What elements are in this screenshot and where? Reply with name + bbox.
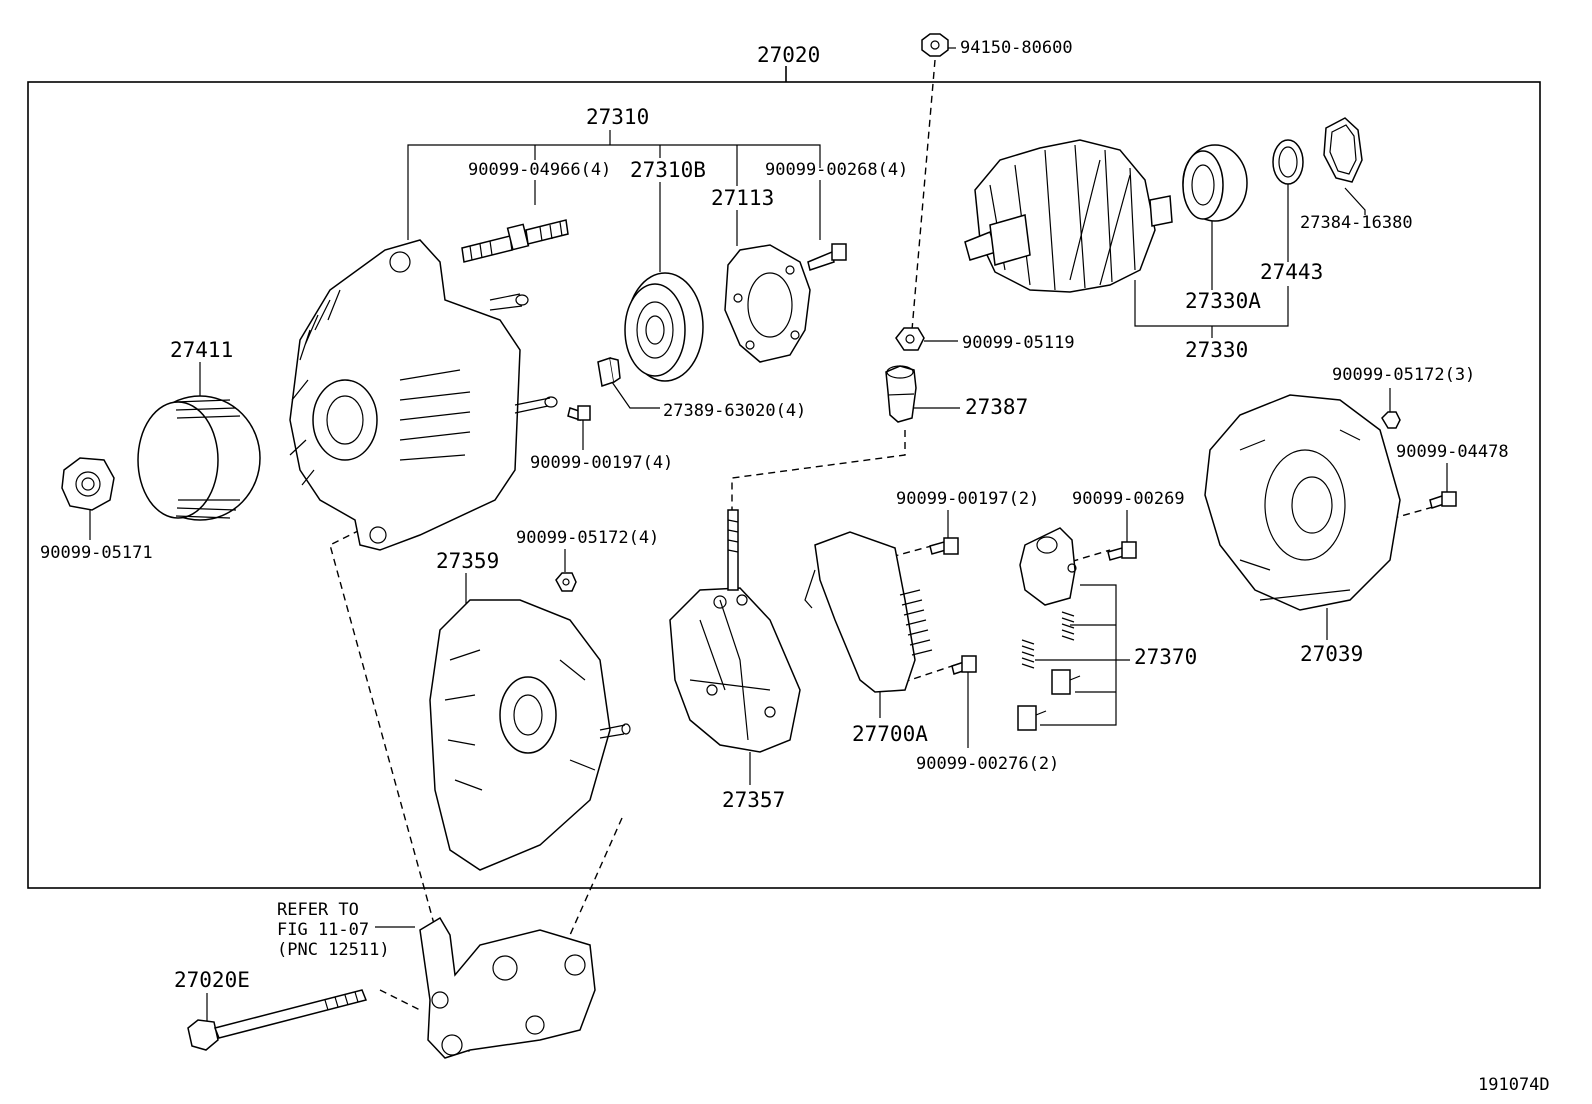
label-90099-00276: 90099-00276(2): [916, 754, 1059, 774]
label-90099-05119: 90099-05119: [962, 333, 1075, 353]
bearing-27330A: [1182, 144, 1248, 222]
pulley-nut-90099-05171: [61, 457, 115, 511]
assembly-frame: [27, 81, 1541, 889]
reference-note-line-3: (PNC 12511): [277, 940, 390, 960]
label-27357: 27357: [722, 788, 785, 812]
label-27411: 27411: [170, 338, 233, 362]
retainer-plate-27113: [724, 244, 811, 363]
figure-id: 191074D: [1478, 1075, 1550, 1095]
label-27359: 27359: [436, 549, 499, 573]
pulley-27411: [137, 395, 261, 521]
label-27020E: 27020E: [174, 968, 250, 992]
dashed-line: [911, 59, 936, 331]
regulator-27700A: [804, 531, 933, 693]
dashed-line: [1379, 504, 1441, 523]
dashed-line: [731, 430, 906, 510]
label-27330A: 27330A: [1185, 289, 1261, 313]
label-27330: 27330: [1185, 338, 1248, 362]
mounting-bracket: [419, 916, 596, 1059]
label-90099-04966: 90099-04966(4): [468, 160, 611, 180]
label-90099-00268: 90099-00268(4): [765, 160, 908, 180]
label-27700A: 27700A: [852, 722, 928, 746]
screw-90099-00268: [807, 243, 847, 271]
dashed-line: [1059, 549, 1111, 566]
spring-27370: [1021, 639, 1035, 669]
label-90099-05172-4: 90099-05172(4): [516, 528, 659, 548]
label-90099-00269: 90099-00269: [1072, 489, 1185, 509]
rotor-27330: [964, 139, 1173, 293]
dashed-line: [379, 989, 421, 1011]
spring-27370: [1061, 611, 1075, 641]
label-27310: 27310: [586, 105, 649, 129]
bearing-27310B: [624, 272, 704, 382]
label-27310B: 27310B: [630, 158, 706, 182]
brush-27370: [1017, 705, 1047, 731]
clip-27389-63020: [597, 357, 621, 387]
rectifier-27357: [669, 509, 801, 753]
insulator-27387: [885, 365, 917, 423]
through-bolt-27020E: [187, 989, 368, 1051]
label-27113: 27113: [711, 186, 774, 210]
cover-27384-16380: [1323, 117, 1363, 183]
reference-note-line-1: REFER TO: [277, 900, 359, 920]
label-27370: 27370: [1134, 645, 1197, 669]
screw-90099-00197-4: [567, 405, 591, 421]
bracket-27370: [1040, 584, 1117, 726]
screw-90099-00269: [1107, 541, 1137, 561]
drive-end-frame-27310: [289, 239, 558, 551]
washer-27443: [1272, 139, 1304, 185]
label-27443: 27443: [1260, 260, 1323, 284]
dashed-line: [329, 529, 471, 1056]
screw-90099-00276-2: [951, 655, 977, 675]
label-90099-00197-4: 90099-00197(4): [530, 453, 673, 473]
label-27039: 27039: [1300, 642, 1363, 666]
reference-note-line-2: FIG 11-07: [277, 920, 369, 940]
label-90099-00197-2: 90099-00197(2): [896, 489, 1039, 509]
nut-90099-05119: [895, 327, 925, 351]
assembly-label: 27020: [757, 43, 820, 67]
dashed-line: [529, 817, 623, 1026]
nut-90099-05172-3: [1381, 411, 1401, 429]
brush-27370: [1051, 669, 1081, 695]
rear-cover-27039: [1204, 394, 1401, 611]
label-27384-16380: 27384-16380: [1300, 213, 1413, 233]
label-94150-80600: 94150-80600: [960, 38, 1073, 58]
label-90099-05171: 90099-05171: [40, 543, 153, 563]
rectifier-end-frame-27359: [429, 599, 631, 871]
stud-bolt-90099-04966: [461, 219, 569, 263]
screw-90099-04478: [1429, 491, 1457, 509]
bracket-27310: [407, 144, 821, 240]
nut-90099-05172-4: [555, 572, 577, 592]
screw-90099-00197-2: [929, 537, 959, 555]
brush-holder-27370: [1019, 527, 1077, 606]
label-27387: 27387: [965, 395, 1028, 419]
dashed-line: [879, 544, 936, 561]
nut-94150-80600: [921, 33, 949, 57]
label-27389-63020: 27389-63020(4): [663, 401, 806, 421]
label-90099-04478: 90099-04478: [1396, 442, 1509, 462]
label-90099-05172-3: 90099-05172(3): [1332, 365, 1475, 385]
